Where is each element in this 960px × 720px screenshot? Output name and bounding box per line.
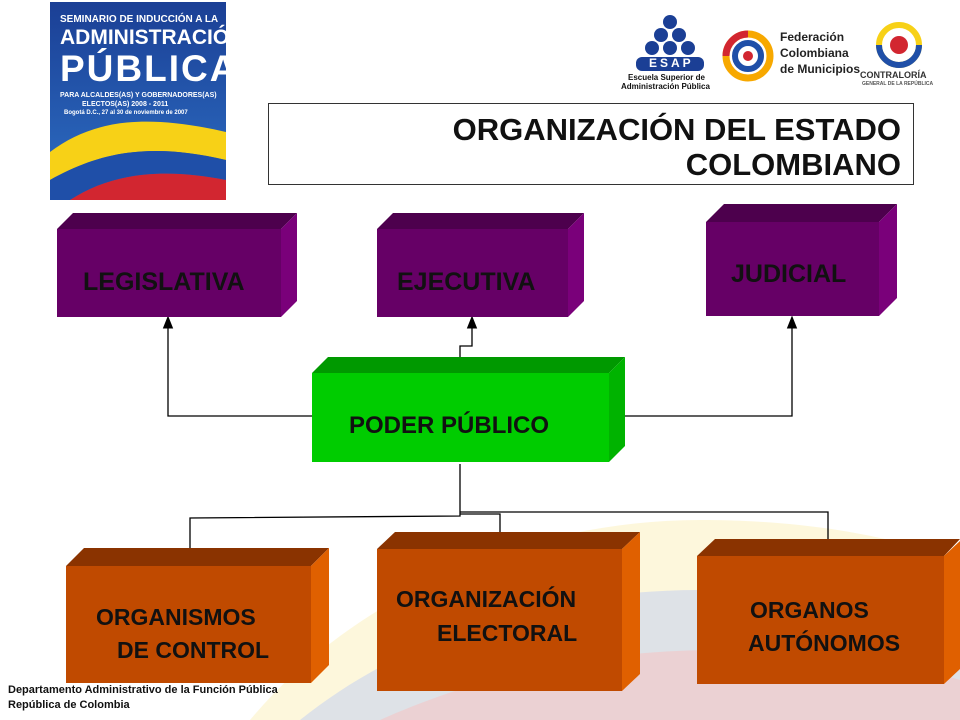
fcm-line3: de Municipios [780, 62, 861, 76]
organismos-control-line2: DE CONTROL [117, 637, 270, 663]
organizacion-electoral-line1: ORGANIZACIÓN [396, 586, 577, 612]
organos-autonomos-line2: AUTÓNOMOS [748, 630, 901, 656]
ejecutiva-box [377, 213, 584, 317]
poder-publico-box [312, 357, 625, 462]
banner-line1: SEMINARIO DE INDUCCIÓN A LA [60, 14, 219, 25]
organizacion-electoral-line2: ELECTORAL [437, 620, 578, 646]
banner-line3: PÚBLICA [60, 48, 239, 89]
fcm-logo-icon [722, 30, 774, 82]
organos-autonomos-box [697, 539, 960, 684]
organismos-control-line1: ORGANISMOS [96, 604, 256, 630]
esap-line2: Administración Pública [621, 82, 710, 91]
organizacion-electoral-box [377, 532, 640, 691]
esap-wordmark: ESAP [649, 56, 694, 70]
seminar-banner [50, 2, 226, 200]
contraloria-name: CONTRALORÍA [860, 70, 927, 80]
legislativa-box [57, 213, 297, 317]
judicial-label: JUDICIAL [731, 260, 847, 288]
esap-logo-icon [636, 15, 704, 71]
fcm-line2: Colombiana [780, 46, 849, 60]
title-line1: ORGANIZACIÓN DEL ESTADO [452, 112, 901, 147]
ejecutiva-label: EJECUTIVA [397, 268, 536, 296]
organos-autonomos-line1: ORGANOS [750, 597, 869, 623]
esap-line1: Escuela Superior de [628, 73, 705, 82]
contraloria-logo-icon [876, 22, 922, 68]
banner-line4: PARA ALCALDES(AS) Y GOBERNADORES(AS) [60, 92, 217, 99]
poder-publico-label: PODER PÚBLICO [349, 412, 550, 439]
organismos-control-box [66, 548, 329, 683]
banner-line5: ELECTOS(AS) 2008 - 2011 [82, 101, 169, 108]
judicial-box [706, 204, 897, 316]
fcm-line1: Federación [780, 30, 845, 44]
legislativa-label: LEGISLATIVA [83, 268, 245, 296]
footer-line1: Departamento Administrativo de la Funció… [8, 684, 278, 696]
title-line2: COLOMBIANO [685, 147, 901, 182]
contraloria-sub: GENERAL DE LA REPÚBLICA [862, 81, 934, 87]
title-box: ORGANIZACIÓN DEL ESTADO COLOMBIANO [268, 103, 914, 185]
banner-line6: Bogotá D.C., 27 al 30 de noviembre de 20… [64, 110, 188, 116]
banner-line2: ADMINISTRACIÓN [60, 26, 245, 49]
footer-line2: República de Colombia [8, 699, 130, 711]
